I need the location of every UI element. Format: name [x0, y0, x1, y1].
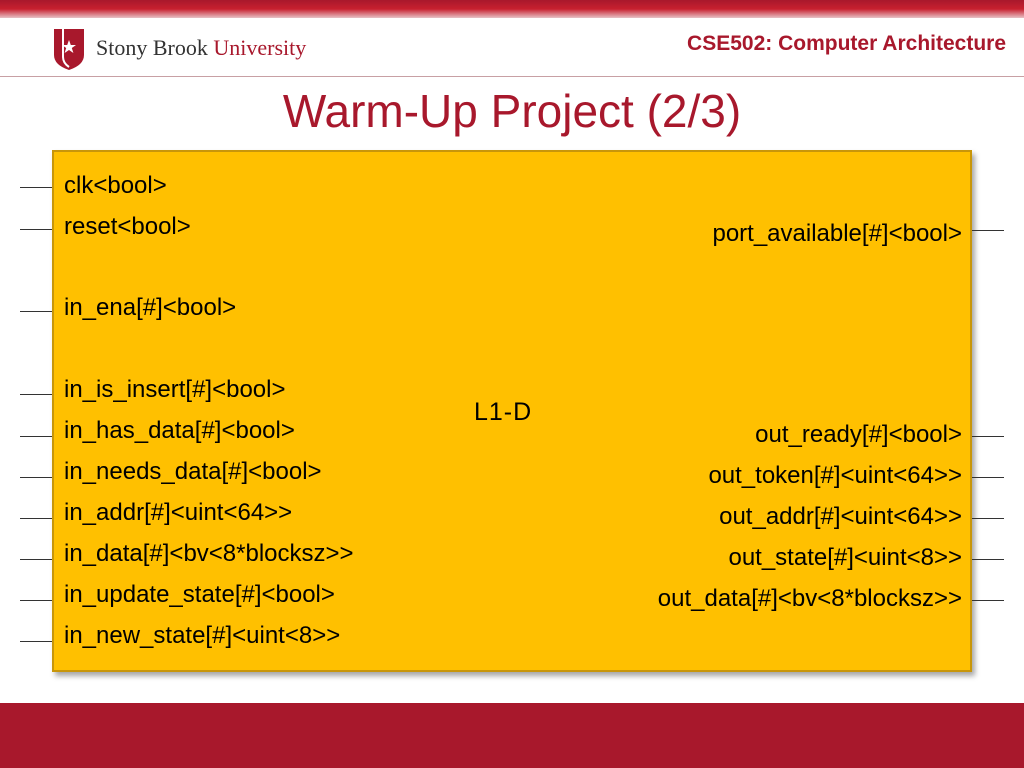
input-wire — [20, 600, 52, 601]
output-port-label: out_state[#]<uint<8>> — [728, 544, 962, 571]
input-port-label: reset<bool> — [64, 213, 191, 240]
input-port-label: in_data[#]<bv<8*blocksz>> — [64, 540, 354, 567]
block-name: L1-D — [474, 398, 533, 426]
input-wire — [20, 311, 52, 312]
university-logo: Stony Brook University — [52, 27, 322, 71]
input-port-label: in_has_data[#]<bool> — [64, 417, 295, 444]
logo-wordmark: Stony Brook University — [96, 35, 306, 61]
output-port-label: out_token[#]<uint<64>> — [708, 462, 962, 489]
input-port-label: in_is_insert[#]<bool> — [64, 376, 286, 403]
input-wire — [20, 518, 52, 519]
input-wire — [20, 559, 52, 560]
input-wire — [20, 436, 52, 437]
output-port-label: out_ready[#]<bool> — [755, 421, 962, 448]
header-divider — [0, 76, 1024, 77]
output-port-label: port_available[#]<bool> — [712, 220, 962, 247]
slide-title: Warm-Up Project (2/3) — [282, 85, 742, 137]
output-wire — [972, 559, 1004, 560]
output-wire — [972, 436, 1004, 437]
input-wire — [20, 187, 52, 188]
output-wire — [972, 518, 1004, 519]
input-port-label: in_update_state[#]<bool> — [64, 581, 335, 608]
input-wire — [20, 229, 52, 230]
l1d-block — [52, 150, 972, 672]
logo-text-accent: University — [213, 35, 307, 60]
input-port-label: in_new_state[#]<uint<8>> — [64, 622, 341, 649]
input-port-label: clk<bool> — [64, 172, 167, 199]
input-port-label: in_needs_data[#]<bool> — [64, 458, 322, 485]
input-wire — [20, 394, 52, 395]
footer-band — [0, 703, 1024, 768]
input-port-label: in_addr[#]<uint<64>> — [64, 499, 293, 526]
input-port-label: in_ena[#]<bool> — [64, 294, 237, 321]
output-wire — [972, 600, 1004, 601]
output-port-label: out_data[#]<bv<8*blocksz>> — [657, 585, 962, 612]
course-title: CSE502: Computer Architecture — [687, 32, 1006, 55]
output-wire — [972, 477, 1004, 478]
top-band — [0, 0, 1024, 18]
input-wire — [20, 477, 52, 478]
input-wire — [20, 641, 52, 642]
logo-text-main: Stony Brook — [96, 35, 208, 60]
output-wire — [972, 230, 1004, 231]
output-port-label: out_addr[#]<uint<64>> — [719, 503, 962, 530]
shield-star-icon — [54, 29, 84, 70]
